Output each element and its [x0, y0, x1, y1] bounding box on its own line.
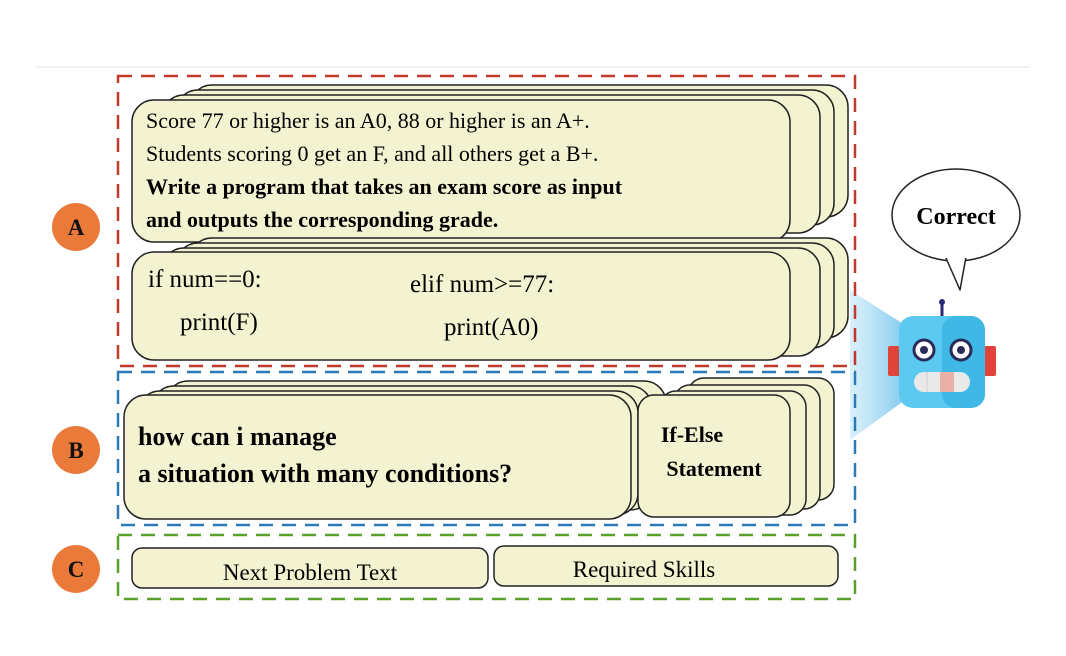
next-problem-card [131, 547, 489, 589]
section-a-badge [52, 203, 100, 251]
problem-card-stack [131, 84, 849, 243]
section-b-badge [52, 426, 100, 474]
section-c-badge [52, 545, 100, 593]
robot-beam [850, 290, 905, 440]
section-b-badge-label: B [68, 438, 83, 463]
speech-bubble [891, 168, 1021, 291]
code-right-line1: elif num>=77: [410, 271, 554, 298]
speech-text: Correct [916, 204, 996, 230]
problem-text-line1: Score 77 or higher is an A0, 88 or highe… [146, 108, 590, 133]
problem-text-line2: Students scoring 0 get an F, and all oth… [146, 141, 598, 166]
code-left-line2: print(F) [180, 309, 258, 336]
required-skills-label: Required Skills [573, 557, 716, 582]
question-card-stack [123, 380, 667, 520]
section-b-frame [116, 370, 857, 527]
section-a-frame [116, 74, 857, 368]
section-a-badge-label: A [68, 215, 85, 240]
problem-instruction-line2: and outputs the corresponding grade. [146, 207, 498, 232]
skill-line1: If-Else [661, 422, 724, 447]
code-left-line1: if num==0: [148, 266, 262, 293]
section-c-frame [116, 533, 857, 601]
problem-instruction-line1: Write a program that takes an exam score… [146, 174, 623, 199]
code-card-stack [131, 237, 849, 361]
robot-icon [888, 299, 996, 408]
skill-card-stack [637, 377, 835, 518]
question-line1: how can i manage [138, 422, 337, 451]
skill-line2: Statement [666, 456, 762, 481]
question-line2: a situation with many conditions? [138, 459, 512, 488]
next-problem-label: Next Problem Text [223, 560, 398, 585]
section-c-badge-label: C [68, 557, 85, 582]
required-skills-card [493, 545, 839, 587]
code-right-line2: print(A0) [444, 314, 538, 341]
